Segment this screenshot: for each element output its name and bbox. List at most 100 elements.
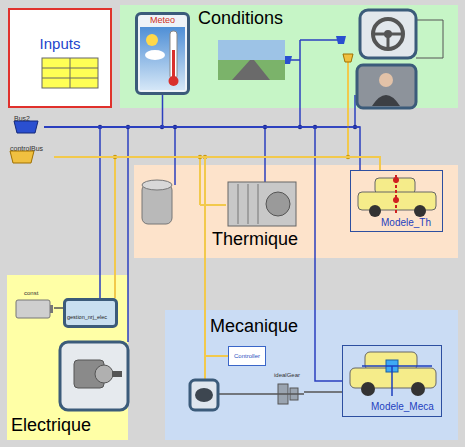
thermal-link [395,175,397,214]
bus-connection [44,127,100,298]
junction-dot [298,125,302,129]
driver-head [379,73,393,87]
bus-connection [54,157,228,356]
thermal-car [358,175,436,217]
node-label: const [24,290,38,296]
sun-symbol [146,34,158,46]
mechanical-car [350,352,436,396]
car-roof [375,178,415,194]
grass-area [218,60,285,80]
signal-wire [299,40,301,127]
icon-frame [60,342,128,410]
sky-panel [140,27,185,90]
sky-area [218,40,285,62]
gear-icon [272,384,304,404]
node-label: Conditions [198,9,283,27]
bus-connector-icon [14,121,38,133]
shaft-wire [218,393,272,395]
car-body [350,368,436,388]
bus-connection [44,95,163,127]
inputs-box: Inputs [8,8,112,108]
signal-wire [174,127,176,185]
junction-dot [160,125,164,129]
junction-dot [198,155,202,159]
car-body [358,192,436,210]
bus-wires [44,20,443,394]
signal-wire [199,157,201,205]
junction-dot [313,125,317,129]
radiator-fin [238,184,239,224]
motor-flange [95,365,113,383]
bus-wire [44,126,360,128]
node-label: Modele_Th [381,218,431,228]
bus-connector: Bus2 [12,115,44,139]
table-rule [70,58,71,88]
signal-wire [127,127,129,342]
node-label: Bus2 [14,115,30,122]
wheel-rim [373,19,403,49]
source-block: const [14,290,54,326]
mechanical-region: MecaniqueControlleridealGearModele_Meca [165,310,458,440]
node-label: gestion_nrj_elec [67,315,107,321]
electrical-region: Electrique const gestion_nrj_elec [7,275,128,440]
tank-icon [142,180,172,224]
node-label: Controller [229,353,265,359]
cloud-symbol [145,50,165,60]
node-label: controlBus [10,145,43,152]
battery-icon [16,300,53,318]
bus-connection [54,307,63,309]
motor-body [74,360,104,388]
junction-dot [203,155,207,159]
signal-wire [264,127,266,182]
icon-frame [357,65,416,108]
bus-connector: controlBus [8,145,54,169]
icon-frame [190,380,218,410]
port-icon [282,56,292,64]
junction-dot [346,155,350,159]
road-shape [232,60,270,80]
node-label: Mecanique [210,317,298,335]
table-rule [42,78,98,79]
gearbox-body [195,388,213,402]
junction-dot [98,125,102,129]
signal-wire [347,58,349,157]
mass-symbol [386,360,398,372]
bus-connection [54,157,380,170]
car-wheel [361,382,375,396]
force-arrow [391,366,393,396]
bus-connection [44,127,342,381]
battery-terminal [50,305,53,313]
gear-shaft [272,393,304,395]
thermometer-symbol [170,31,177,79]
model-block: Modele_Th [350,170,443,232]
tank-top [142,180,172,190]
bracket-wire [443,20,444,58]
node-label: idealGear [274,372,300,378]
bracket-wire [416,20,443,21]
thermal-node [393,177,399,183]
table-frame [42,58,98,88]
radiator-body [228,182,296,226]
bracket-wire [416,58,443,59]
wheel-spoke [373,33,403,36]
icon-frame [360,10,416,58]
driver-photo [357,65,416,108]
signal-wire [354,95,356,127]
radiator-icon [228,182,296,226]
node-label: Electrique [11,416,91,434]
wheel-hub [384,30,392,38]
car-wheel [411,382,425,396]
bus-wire [54,156,380,158]
signal-wire [285,59,300,61]
junction-dot [126,125,130,129]
junction-dot [173,125,177,129]
tank-body [142,184,172,224]
driver-body [372,95,400,106]
car-roof [365,352,417,370]
motor-icon [60,342,128,410]
port-icon [336,36,346,44]
bus-connection [44,127,360,170]
signal-wire [200,204,226,206]
road-picture [218,40,285,80]
wheel-spoke [387,34,390,49]
